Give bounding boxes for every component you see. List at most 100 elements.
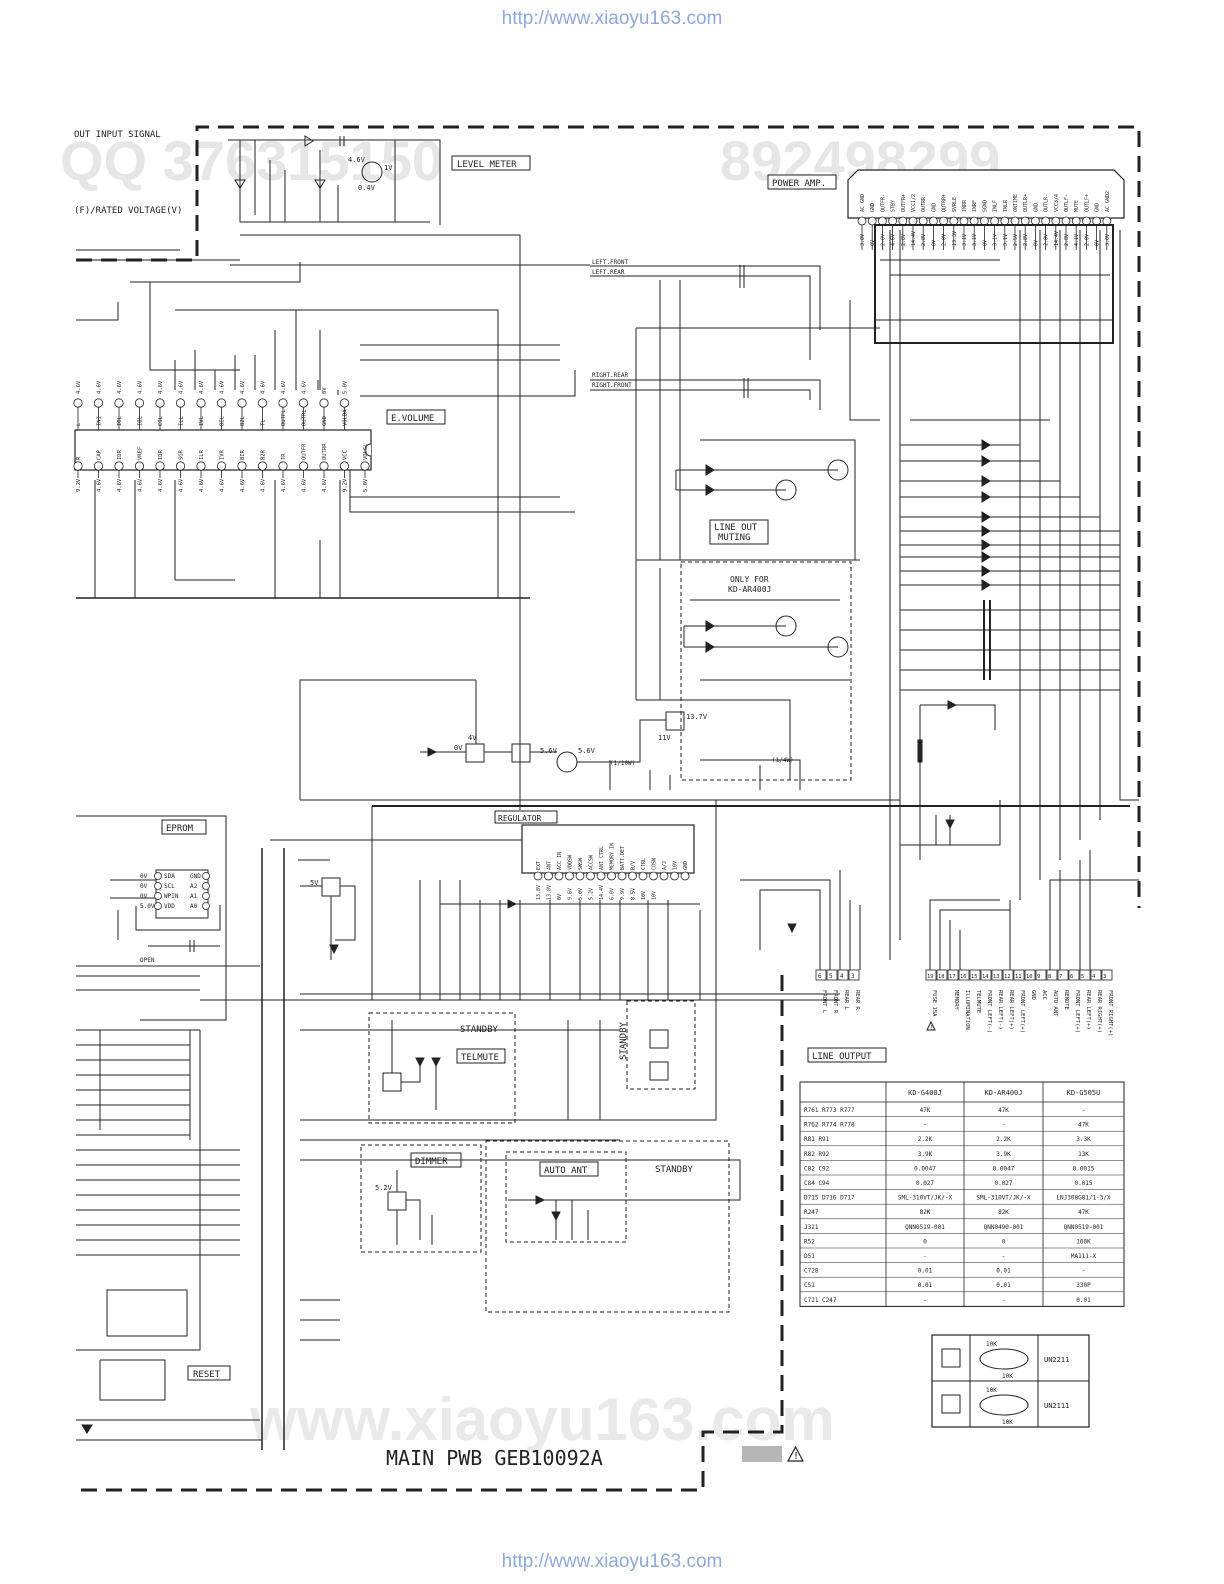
regulator-pin-voltage: 10V <box>641 891 647 900</box>
power-amp-pin <box>1061 216 1071 226</box>
bottom-url[interactable]: http://www.xiaoyu163.com <box>501 1551 723 1572</box>
transistor-symbol-icon <box>941 1394 961 1414</box>
power-amp-pin <box>878 216 887 226</box>
regulator-pin <box>607 871 616 881</box>
e-volume-top-voltage: 4.6V <box>261 380 267 394</box>
e-volume-bottom-pin <box>93 461 104 471</box>
e-volume-top-voltage: 4.6V <box>97 380 103 394</box>
e-volume-bottom-pin-name: R <box>76 456 82 460</box>
rated-voltage-label: (F)/RATED VOLTAGE(V) <box>74 206 182 216</box>
reset-label: RESET <box>193 1370 221 1380</box>
regulator-pin <box>544 871 553 881</box>
parts-table-cell: 47K <box>1078 1209 1089 1216</box>
line-output-pin-number: 3 <box>851 973 855 980</box>
e-volume-top-voltage: 4.6V <box>158 380 164 394</box>
e-volume-bottom-voltage: 4.6V <box>97 478 103 492</box>
e-volume-top-pin <box>257 398 268 408</box>
e-volume-top-pin-name: GND <box>322 416 328 426</box>
line-output-pin-name: REAR LEFT(-) <box>997 990 1003 1030</box>
power-amp-pin <box>969 216 979 226</box>
e-volume-bottom-pin-name: TR <box>281 453 287 460</box>
standby-2-label: STANDBY <box>619 1021 629 1060</box>
power-amp-pin-voltage: 2.8V <box>1064 234 1070 246</box>
e-volume-bottom-pin <box>73 461 83 471</box>
parts-table-cell: - <box>923 1253 927 1260</box>
line-output-pin-number: 17 <box>949 974 956 980</box>
v0-label: 0V <box>454 744 463 752</box>
e-volume-ic: L4.6VIN14.6VIOL4.6VIOL4.6VCSL4.6VILL4.6V… <box>73 380 372 492</box>
regulator-pin-name: MEMORY IN <box>610 843 616 870</box>
kd-ar400j-circuit <box>636 568 850 780</box>
power-amp-pin-voltage: 2.8V <box>921 234 927 246</box>
transistor-legend-part: UN2111 <box>1044 1402 1069 1410</box>
power-amp-pin-name: OUTLF+ <box>1084 194 1090 212</box>
e-volume-bottom-pin <box>134 461 145 471</box>
muting-label: MUTING <box>718 533 751 543</box>
power-amp-pin-name: GND <box>1095 203 1101 212</box>
right-rear-label: RIGHT.REAR <box>592 372 629 379</box>
v04-label: 0.4V <box>358 184 376 192</box>
led-array <box>981 439 991 680</box>
line-output-pin-name: AUTO ANT <box>1052 990 1058 1017</box>
regulator-pin <box>659 871 669 881</box>
parts-table-cell: 47K <box>920 1107 931 1114</box>
line-output-pin <box>826 969 838 981</box>
parts-table-cell: - <box>1002 1297 1006 1304</box>
e-volume-bottom-pin-name: IDR <box>158 449 164 460</box>
eprom-right-pin <box>202 902 210 910</box>
regulator-pin-name: BATT.DET <box>620 846 626 870</box>
line-output-pin-name: REAR RIGHT(+) <box>1096 990 1102 1033</box>
e-volume-bottom-pin-name: SGR <box>179 449 185 460</box>
parts-table-cell: 0 <box>1002 1238 1006 1245</box>
line-output-pin-number: 3 <box>1103 974 1106 980</box>
regulator-pin-name: A/J <box>662 861 668 870</box>
e-volume-top-pin-name: IOL <box>117 415 123 426</box>
e-volume-bottom-pin <box>175 461 186 471</box>
power-amp-pin <box>990 216 999 226</box>
line-out-muting-circuit <box>636 439 860 561</box>
standby-3-label: STANDBY <box>655 1165 694 1175</box>
line-output-pin-name: REAR LEFT(+) <box>1008 990 1014 1030</box>
power-amp-pin <box>939 216 948 226</box>
power-amp-pin-voltage: 3.1V <box>993 234 999 246</box>
line-output-pin <box>958 969 970 981</box>
standby-2-circuit <box>300 800 717 1121</box>
power-amp-pin-name: INLF <box>993 200 999 212</box>
power-amp-pin <box>857 216 867 226</box>
parts-table-cell: J321 <box>804 1224 819 1231</box>
e-volume-bottom-pin-name: CAP <box>97 449 103 460</box>
e-volume-bottom-voltage: 4.6V <box>281 478 287 492</box>
e-volume-top-pin-name: IN1 <box>97 416 103 426</box>
parts-table-cell: 47K <box>1078 1122 1089 1129</box>
parts-table-cell: - <box>923 1122 927 1129</box>
e-volume-bottom-pin-name: IVR <box>220 449 226 460</box>
power-amp-pin-name: STBY <box>891 200 897 212</box>
led-array-bus <box>900 444 1120 691</box>
regulator-pin-name: B/V <box>631 861 637 870</box>
line-output-wires <box>740 850 1139 970</box>
eprom-pin-voltage: 0V <box>140 873 148 880</box>
line-output-pin-name: REMOTE <box>1063 990 1069 1010</box>
parts-table-cell: 2.2K <box>996 1136 1011 1143</box>
power-amp-pin <box>949 216 959 226</box>
warning-icon: ! <box>926 1020 936 1032</box>
parts-table-cell: LNJ308G81/1-3/X <box>1056 1195 1111 1202</box>
e-volume-bottom-pin <box>298 461 309 471</box>
top-url[interactable]: http://www.xiaoyu163.com <box>501 8 723 29</box>
line-output-pin-number: 15 <box>971 974 978 980</box>
parts-table-cell: 0.0047 <box>993 1165 1015 1172</box>
eprom-circuit <box>76 815 260 1021</box>
regulator-pin-name: ACCSW <box>589 854 595 870</box>
parts-table-cell: - <box>1002 1253 1006 1260</box>
parts-table-cell: 0.0047 <box>914 1165 936 1172</box>
e-volume-top-voltage: 4.6V <box>117 380 123 394</box>
power-amp-pin-voltage: 0V <box>870 240 876 246</box>
auto-ant-box <box>485 1140 730 1313</box>
line-output-pin-name: REAR L <box>843 990 849 1011</box>
dimmer-label: DIMMER <box>415 1157 448 1167</box>
power-amp-pin-voltage: 2.8V <box>942 234 948 246</box>
eprom-left-pin <box>154 882 162 890</box>
line-output-pin-number: 7 <box>1059 974 1062 980</box>
line-output-pin <box>837 969 849 981</box>
